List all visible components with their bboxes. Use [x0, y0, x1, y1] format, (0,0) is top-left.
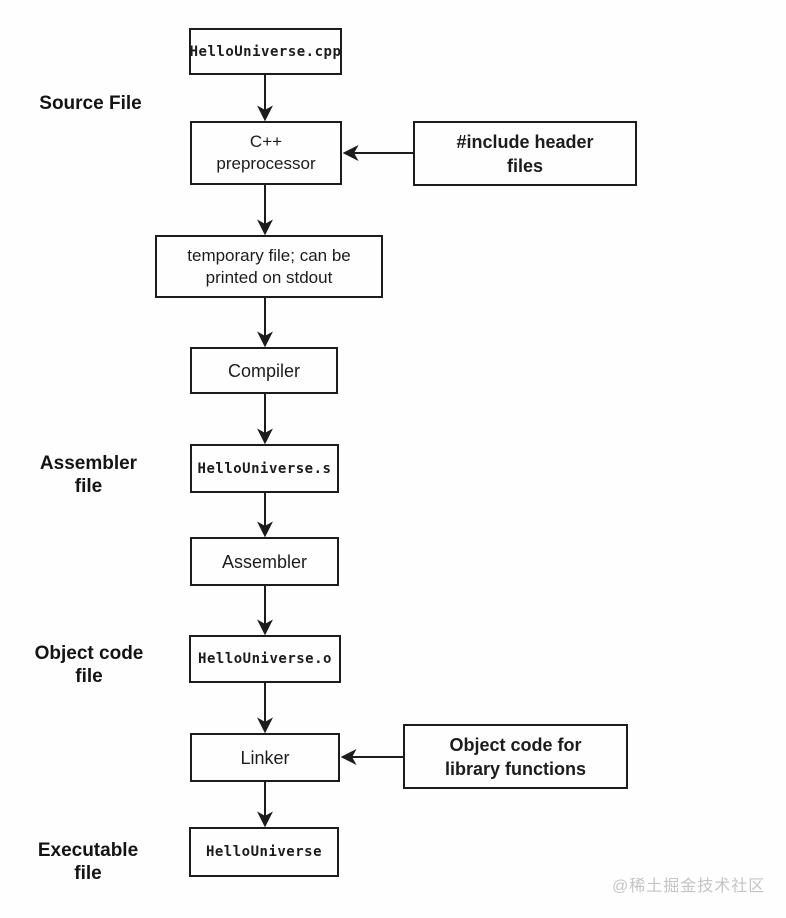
node-include-headers-box: #include header files — [413, 121, 637, 186]
node-assembly-file-box: HelloUniverse.s — [190, 444, 339, 493]
node-temp-file-box: temporary file; can be printed on stdout — [155, 235, 383, 298]
stage-label-source-file: Source File — [39, 93, 142, 114]
node-source-file-box: HelloUniverse.cpp — [189, 28, 342, 75]
stage-label-executable-file: Executable file — [37, 840, 139, 884]
node-assembler-box: Assembler — [190, 537, 339, 586]
node-object-file-box: HelloUniverse.o — [189, 635, 341, 683]
node-library-objects-box: Object code for library functions — [403, 724, 628, 789]
node-executable-box: HelloUniverse — [189, 827, 339, 877]
node-compiler-box: Compiler — [190, 347, 338, 394]
stage-label-assembler-file: Assembler file — [39, 453, 138, 497]
stage-label-object-code-file: Object code file — [34, 643, 144, 687]
watermark-text: @稀土掘金技术社区 — [612, 878, 766, 895]
node-preprocessor-box: C++ preprocessor — [190, 121, 342, 185]
node-linker-box: Linker — [190, 733, 340, 782]
